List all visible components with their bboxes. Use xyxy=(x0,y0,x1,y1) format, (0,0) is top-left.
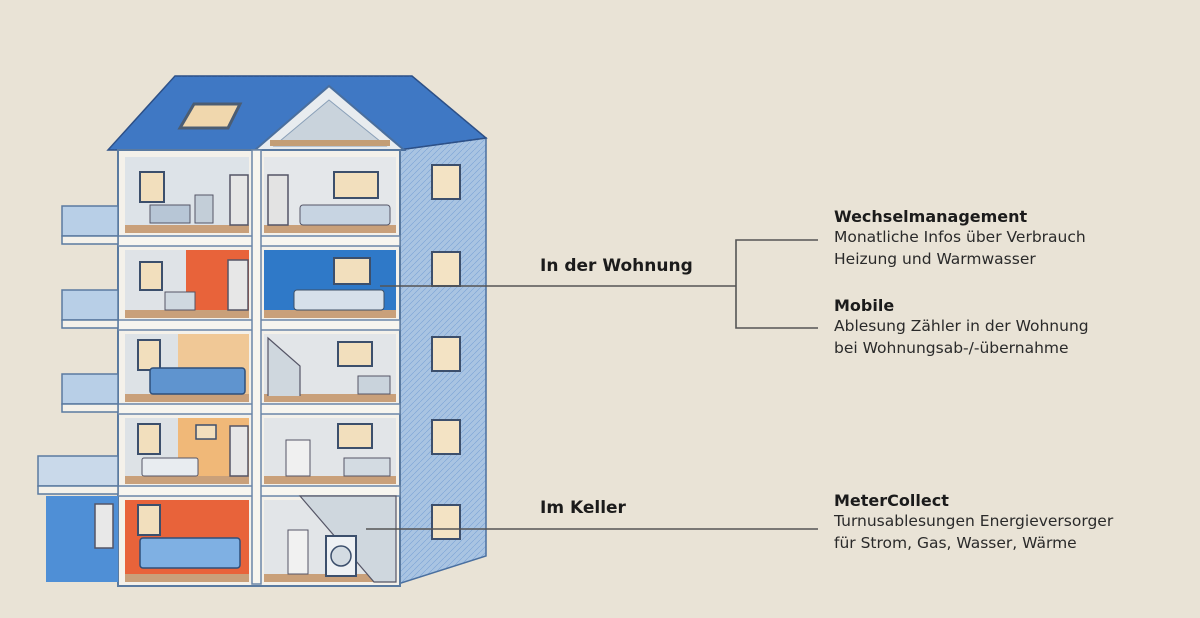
roof xyxy=(106,75,488,151)
front-facade xyxy=(46,149,401,587)
label-in-apartment: In der Wohnung xyxy=(540,256,693,276)
room-bedroom-2 xyxy=(125,334,249,402)
item-title: MeterCollect xyxy=(834,491,949,510)
room-stairs-2 xyxy=(264,334,396,402)
item-wechselmanagement: Wechselmanagement Monatliche Infos über … xyxy=(834,207,1086,270)
room-bedroom-1 xyxy=(125,418,249,484)
room-basement-right xyxy=(264,495,397,583)
item-line: Ablesung Zähler in der Wohnung xyxy=(834,317,1089,335)
item-title: Wechselmanagement xyxy=(834,207,1028,226)
item-mobile: Mobile Ablesung Zähler in der Wohnung be… xyxy=(834,296,1089,359)
room-top-left xyxy=(125,157,249,233)
connector-bracket xyxy=(735,239,818,329)
skylight-window xyxy=(177,102,243,130)
room-top-right xyxy=(264,157,396,233)
item-line: Heizung und Warmwasser xyxy=(834,250,1036,268)
item-title: Mobile xyxy=(834,296,895,315)
side-windows xyxy=(431,164,461,540)
room-blue-3 xyxy=(264,250,396,318)
item-metercollect: MeterCollect Turnusablesungen Energiever… xyxy=(834,491,1113,554)
label-in-basement: Im Keller xyxy=(540,498,626,518)
item-line: Monatliche Infos über Verbrauch xyxy=(834,228,1086,246)
balconies xyxy=(37,205,119,495)
room-orange-3 xyxy=(125,250,249,318)
room-basement-left xyxy=(46,496,249,582)
item-line: Turnusablesungen Energieversorger xyxy=(834,512,1114,530)
room-kitchen-1 xyxy=(264,418,396,484)
item-line: für Strom, Gas, Wasser, Wärme xyxy=(834,534,1077,552)
item-line: bei Wohnungsab-/-übernahme xyxy=(834,339,1069,357)
connector-lines xyxy=(366,239,818,530)
side-wall xyxy=(397,137,487,586)
